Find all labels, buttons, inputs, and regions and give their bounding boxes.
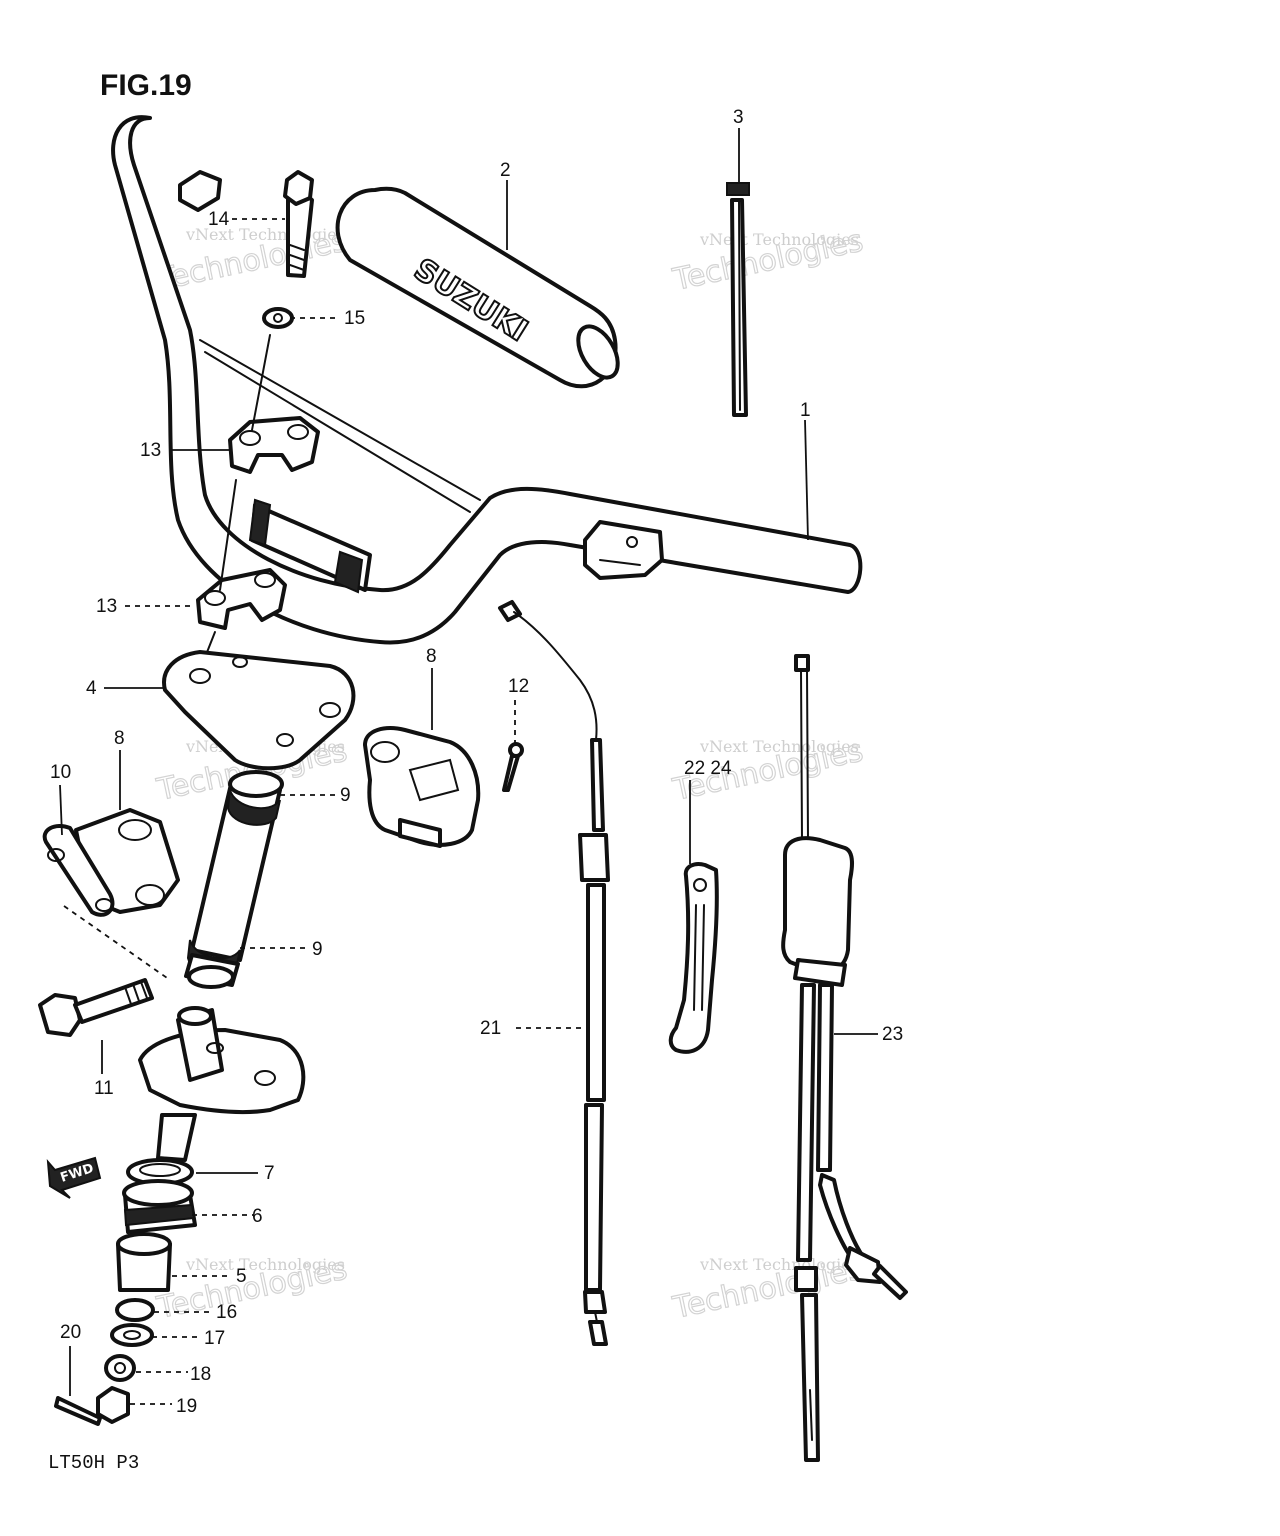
leader-lines <box>59 128 878 1405</box>
callout-9: 9 <box>340 785 351 806</box>
band-part <box>726 182 750 417</box>
nut-18 <box>104 1354 136 1382</box>
cotter-pin-20 <box>54 1396 102 1426</box>
callout-19: 19 <box>176 1396 197 1417</box>
washer-17 <box>110 1323 154 1347</box>
callout-10: 10 <box>50 762 71 783</box>
handlebar-pad: SUZUKI <box>335 186 620 389</box>
callout-4: 4 <box>86 678 97 699</box>
callout-16: 16 <box>216 1302 237 1323</box>
bearing-6 <box>122 1179 197 1234</box>
callout-13: 13 <box>96 596 117 617</box>
lower-bracket-part <box>138 1006 306 1162</box>
callout-23: 23 <box>882 1024 903 1045</box>
holder-upper <box>228 416 320 474</box>
pinch-bolt-part <box>38 978 154 1037</box>
steering-shaft-part <box>184 770 284 989</box>
bearing-race-5 <box>116 1232 172 1292</box>
callout-21: 21 <box>480 1018 501 1039</box>
callout-11: 11 <box>94 1078 114 1099</box>
watermark-text: vNext Technologies <box>185 1255 345 1274</box>
callout-15: 15 <box>344 308 365 329</box>
forward-direction-icon: FWD <box>46 1156 102 1199</box>
callout-20: 20 <box>60 1322 81 1343</box>
callouts: 2 3 1 14 15 13 13 4 8 12 8 10 9 9 11 21 … <box>50 107 903 1417</box>
callout-2: 2 <box>500 160 511 181</box>
holder-clamp-part <box>42 808 180 917</box>
lever-part <box>668 862 719 1054</box>
watermark-text: vNext Technologies <box>699 737 859 756</box>
callout-18: 18 <box>190 1364 211 1385</box>
washer-part <box>262 307 294 329</box>
bolt-part <box>178 170 314 278</box>
model-code: LT50H P3 <box>48 1452 139 1474</box>
throttle-cable-part <box>498 600 610 1346</box>
callout-13: 13 <box>140 440 161 461</box>
figure-title: FIG.19 <box>100 69 192 102</box>
watermark-text: vNext Technologies <box>699 1255 859 1274</box>
callout-5: 5 <box>236 1266 247 1287</box>
handlebar-part <box>111 115 863 645</box>
washer-16 <box>115 1298 155 1322</box>
callout-12: 12 <box>508 676 529 697</box>
callout-7: 7 <box>264 1163 275 1184</box>
callout-22-24: 22 24 <box>684 758 732 779</box>
callout-8: 8 <box>114 728 125 749</box>
callout-3: 3 <box>733 107 744 128</box>
callout-9: 9 <box>312 939 323 960</box>
cotter-pin-part <box>502 742 524 792</box>
switch-housing-part <box>363 726 481 848</box>
callout-17: 17 <box>204 1328 225 1349</box>
upper-plate-part <box>162 650 356 771</box>
callout-6: 6 <box>252 1206 263 1227</box>
nut-19 <box>96 1386 130 1424</box>
callout-14: 14 <box>208 209 230 230</box>
callout-8: 8 <box>426 646 437 667</box>
callout-1: 1 <box>800 400 811 421</box>
brake-cable-part <box>781 654 908 1462</box>
holder-lower <box>196 568 287 630</box>
